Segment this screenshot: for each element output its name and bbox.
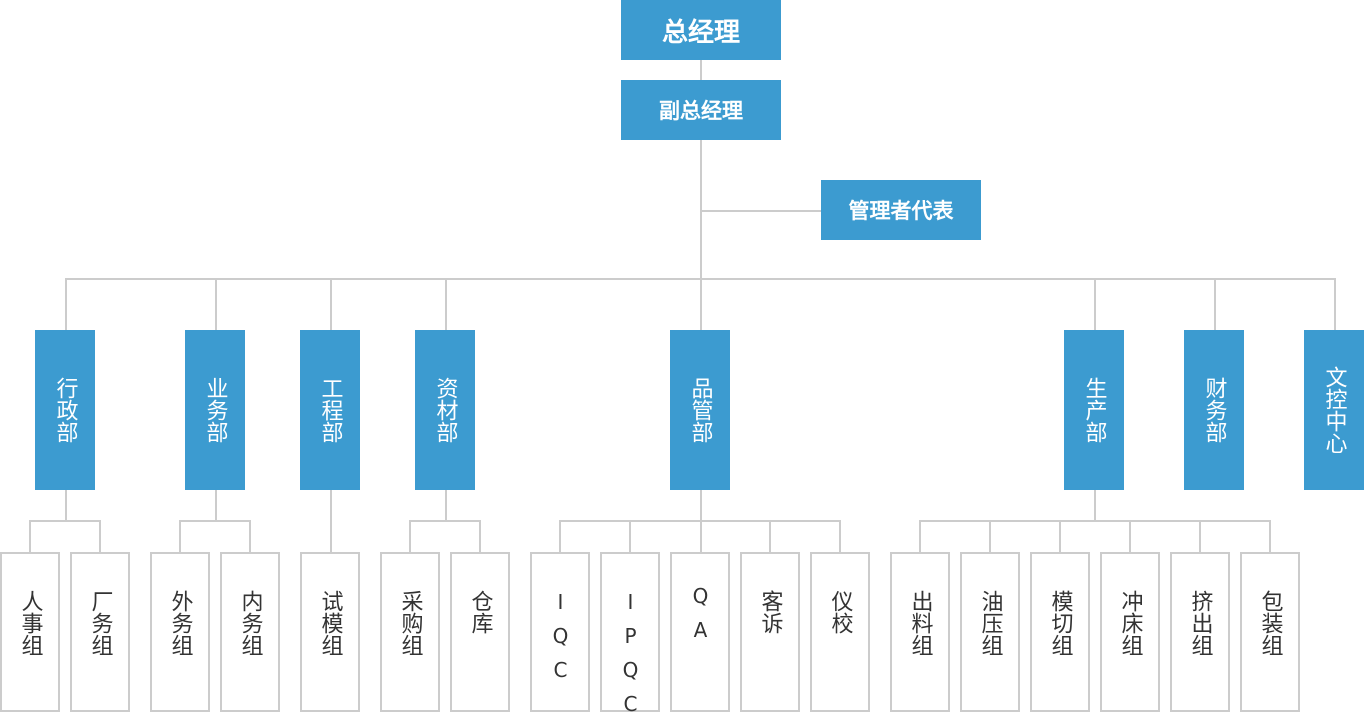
subgroup-label: 挤出组 bbox=[1187, 590, 1213, 656]
department-engineering: 工程部 bbox=[300, 330, 360, 490]
connector-rep bbox=[700, 210, 821, 212]
department-quality: 品管部 bbox=[670, 330, 730, 490]
connector-production-a bbox=[919, 520, 921, 552]
subgroup-label: 客诉 bbox=[757, 590, 783, 634]
subgroup-purchasing: 采购组 bbox=[380, 552, 440, 712]
subgroup-label: 采购组 bbox=[397, 590, 423, 656]
subgroup-internal-affairs: 内务组 bbox=[220, 552, 280, 712]
subgroup-warehouse: 仓库 bbox=[450, 552, 510, 712]
connector-production-e bbox=[1199, 520, 1201, 552]
subgroup-hr: 人事组 bbox=[0, 552, 60, 712]
subgroup-label: 仓库 bbox=[467, 590, 493, 634]
subgroup-complaints: 客诉 bbox=[740, 552, 800, 712]
connector-engineering-down bbox=[330, 490, 332, 552]
subgroup-extrusion: 挤出组 bbox=[1170, 552, 1230, 712]
subgroup-label: 出料组 bbox=[907, 590, 933, 656]
drop-sales bbox=[215, 278, 217, 330]
connector-admin-down bbox=[65, 490, 67, 521]
subgroup-hydraulic: 油压组 bbox=[960, 552, 1020, 712]
subgroup-facilities: 厂务组 bbox=[70, 552, 130, 712]
subgroup-label: IQC bbox=[548, 590, 573, 692]
department-admin: 行政部 bbox=[35, 330, 95, 490]
connector-materials-b bbox=[479, 520, 481, 552]
connector-quality-b bbox=[629, 520, 631, 552]
connector-materials-bar bbox=[409, 520, 481, 522]
department-finance: 财务部 bbox=[1184, 330, 1244, 490]
drop-admin bbox=[65, 278, 67, 330]
subgroup-label: 包装组 bbox=[1257, 590, 1283, 656]
deputy-general-manager-box: 副总经理 bbox=[621, 80, 781, 140]
subgroup-label: 模切组 bbox=[1047, 590, 1073, 656]
subgroup-trial-mold: 试模组 bbox=[300, 552, 360, 712]
department-sales: 业务部 bbox=[185, 330, 245, 490]
connector-admin-b bbox=[99, 520, 101, 552]
department-materials: 资材部 bbox=[415, 330, 475, 490]
drop-doc-control bbox=[1334, 278, 1336, 330]
department-production: 生产部 bbox=[1064, 330, 1124, 490]
management-representative-box: 管理者代表 bbox=[821, 180, 981, 240]
subgroup-ipqc: IPQC bbox=[600, 552, 660, 726]
connector-materials-down bbox=[445, 490, 447, 521]
subgroup-label: 试模组 bbox=[317, 590, 343, 656]
department-doc-control: 文控中心 bbox=[1304, 330, 1364, 490]
subgroup-packaging: 包装组 bbox=[1240, 552, 1300, 712]
subgroup-punching: 冲床组 bbox=[1100, 552, 1160, 712]
drop-materials bbox=[445, 278, 447, 330]
connector-gm-dgm bbox=[700, 60, 702, 80]
drop-quality bbox=[700, 278, 702, 330]
subgroup-iqc: IQC bbox=[530, 552, 590, 712]
connector-production-d bbox=[1129, 520, 1131, 552]
connector-sales-down bbox=[215, 490, 217, 521]
subgroup-label: QA bbox=[688, 584, 713, 652]
drop-engineering bbox=[330, 278, 332, 330]
connector-quality-d bbox=[769, 520, 771, 552]
subgroup-die-cutting: 模切组 bbox=[1030, 552, 1090, 712]
subgroup-label: IPQC bbox=[618, 590, 643, 726]
connector-production-b bbox=[989, 520, 991, 552]
subgroup-label: 人事组 bbox=[17, 590, 43, 656]
general-manager-box: 总经理 bbox=[621, 0, 781, 60]
subgroup-label: 油压组 bbox=[977, 590, 1003, 656]
subgroup-calibration: 仪校 bbox=[810, 552, 870, 712]
subgroup-label: 厂务组 bbox=[87, 590, 113, 656]
connector-materials-a bbox=[409, 520, 411, 552]
connector-admin-a bbox=[29, 520, 31, 552]
connector-quality-e bbox=[839, 520, 841, 552]
connector-sales-bar bbox=[179, 520, 251, 522]
subgroup-label: 外务组 bbox=[167, 590, 193, 656]
connector-sales-a bbox=[179, 520, 181, 552]
connector-production-down bbox=[1094, 490, 1096, 521]
subgroup-label: 冲床组 bbox=[1117, 590, 1143, 656]
subgroup-qa: QA bbox=[670, 552, 730, 712]
connector-quality-bar bbox=[559, 520, 841, 522]
connector-production-c bbox=[1059, 520, 1061, 552]
subgroup-label: 内务组 bbox=[237, 590, 263, 656]
connector-quality-a bbox=[559, 520, 561, 552]
drop-production bbox=[1094, 278, 1096, 330]
connector-production-bar bbox=[919, 520, 1271, 522]
subgroup-label: 仪校 bbox=[827, 590, 853, 634]
subgroup-material-output: 出料组 bbox=[890, 552, 950, 712]
connector-production-f bbox=[1269, 520, 1271, 552]
connector-sales-b bbox=[249, 520, 251, 552]
connector-admin-bar bbox=[29, 520, 101, 522]
subgroup-external-affairs: 外务组 bbox=[150, 552, 210, 712]
drop-finance bbox=[1214, 278, 1216, 330]
